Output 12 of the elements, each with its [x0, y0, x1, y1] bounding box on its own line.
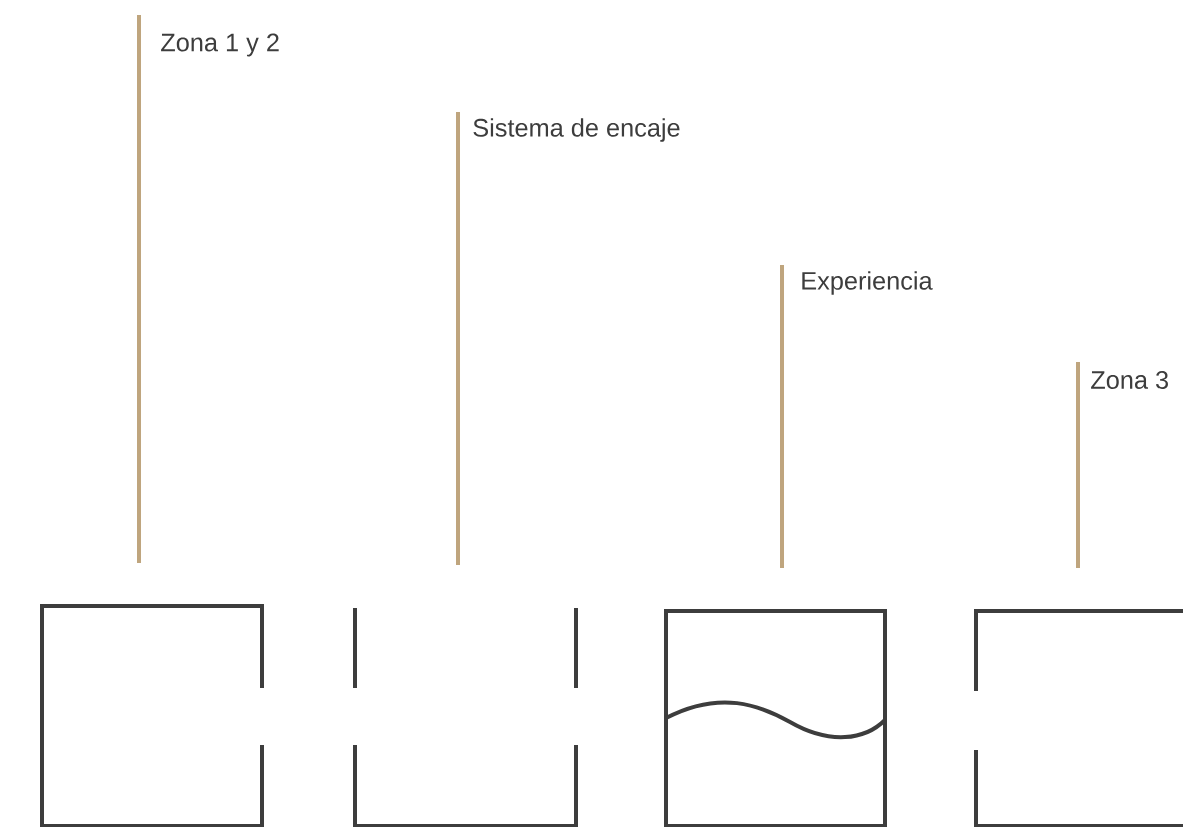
label-text: Zona 3: [1091, 371, 1168, 389]
leader-line: [137, 15, 141, 564]
label-text: Experiencia: [802, 271, 933, 295]
outline-drawing: [974, 609, 1183, 827]
leader-line: [456, 112, 460, 566]
leader-line: [1076, 362, 1080, 569]
outline-drawing: [40, 604, 264, 827]
label-text: Zona 1 y 2: [161, 33, 279, 57]
label-text: Sistema de encaje: [473, 118, 680, 142]
outline-drawing: [664, 609, 887, 827]
outline-drawing: [353, 608, 578, 827]
leader-line: [780, 265, 784, 569]
